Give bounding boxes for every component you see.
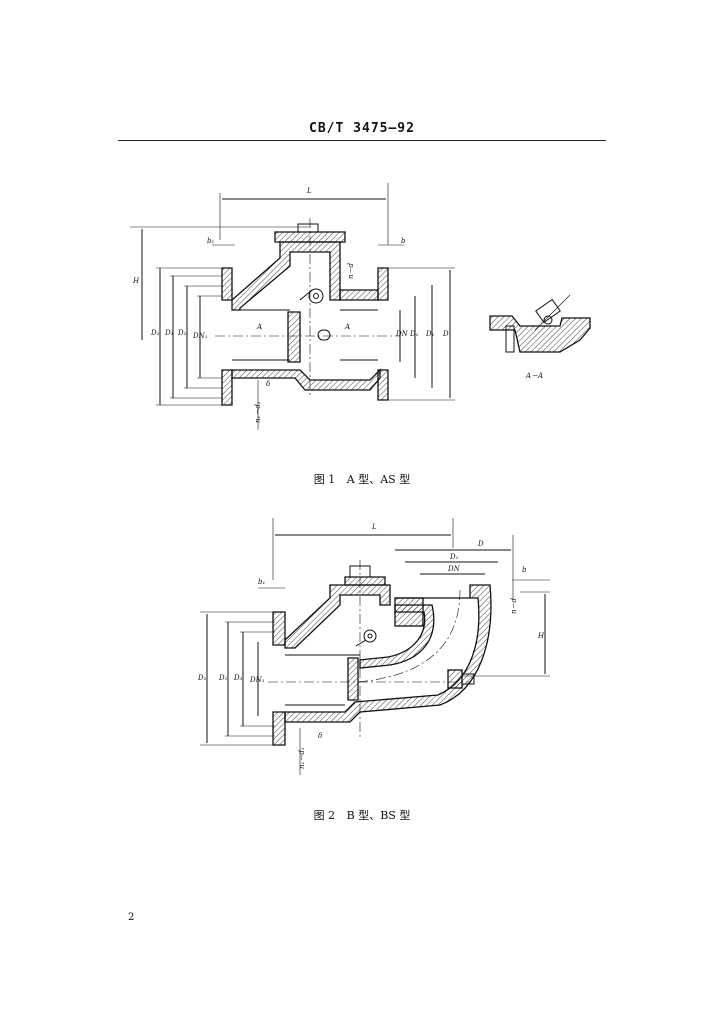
fig1-label-b1: b₁ (207, 237, 214, 245)
fig1-label-D2: D₂ (150, 329, 160, 337)
figure2-caption: 图 2 B 型、BS 型 (0, 807, 724, 823)
page-number: 2 (128, 912, 135, 923)
fig2-label-DN: DN (447, 565, 461, 573)
fig1-section-label: A－A (525, 372, 543, 380)
figure1-caption-number: 图 1 (313, 473, 336, 486)
fig1-label-nd: n－d (347, 262, 355, 279)
fig2-label-D1: D₁ (449, 553, 459, 561)
fig2-label-D: D (477, 540, 484, 548)
fig2-label-D2: D₂ (197, 674, 207, 682)
fig1-label-A-right: A (344, 323, 350, 331)
fig2-label-b: b (522, 566, 527, 574)
fig2-label-H: H (537, 632, 545, 640)
fig1-label-n1d1: n₁－d₁ (254, 401, 262, 423)
fig1-label-DN1-outer: D₂ (177, 329, 187, 337)
fig1-label-DN1: DN₁ (192, 332, 208, 340)
fig1-label-H: H (132, 277, 140, 285)
fig1-label-D1: D₁ (164, 329, 174, 337)
standard-number: CB/T 3475—92 (309, 121, 415, 136)
fig2-label-DN1: DN₁ (249, 676, 265, 684)
fig2-label-n1d1: n₁－d₁ (298, 747, 306, 769)
figure2-caption-text: B 型、BS 型 (346, 809, 411, 822)
fig1-label-b: b (401, 237, 406, 245)
fig2-label-D1-left: D₁ (218, 674, 228, 682)
fig1-label-delta: δ (266, 380, 270, 388)
header-rule (118, 140, 606, 141)
fig1-label-A-left: A (256, 323, 262, 331)
fig2-label-b1: b₁ (258, 578, 265, 586)
figure1-caption: 图 1 A 型、AS 型 (0, 471, 724, 487)
fig1-label-D1b-right: D₁ (425, 330, 435, 338)
fig1-label-D1-right: D₁ (409, 330, 419, 338)
fig2-label-delta: δ (318, 732, 322, 740)
figure2-caption-number: 图 2 (313, 809, 336, 822)
fig2-label-D3: D₃ (233, 674, 243, 682)
fig1-label-D: D (442, 330, 449, 338)
figure2-drawing: L D D₁ DN b b₁ H n－d D₂ D₁ D₃ DN₁ (197, 518, 550, 775)
fig2-label-nd: n－d (510, 597, 518, 614)
figure1-caption-text: A 型、AS 型 (346, 473, 411, 486)
fig1-label-L: L (306, 187, 312, 195)
fig1-label-DN: DN (395, 330, 409, 338)
figure1-drawing: L H b₁ b D₂ D₁ D₂ DN₁ (130, 183, 591, 430)
fig2-label-L: L (371, 523, 377, 531)
